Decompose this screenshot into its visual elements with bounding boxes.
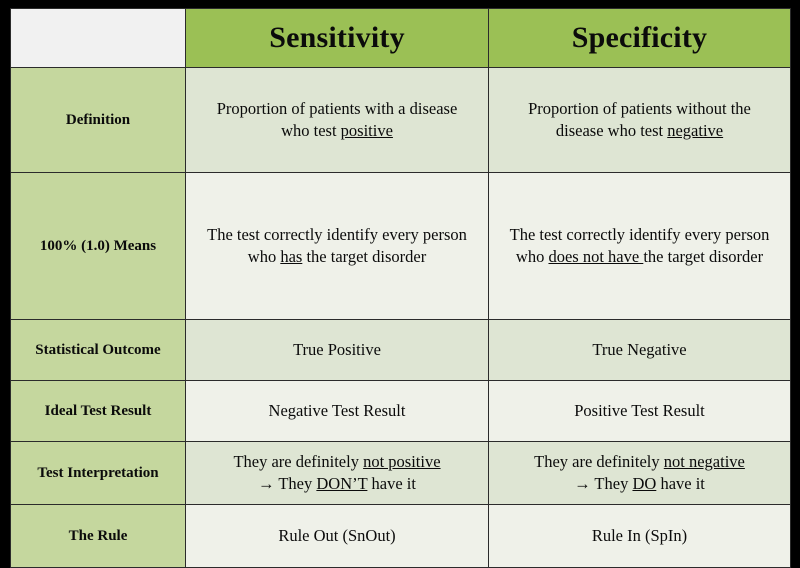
cell-text-plain: They are definitely [233,451,364,471]
cell-text-underlined: does not have [548,247,644,266]
cell-text-tail: the target disorder [302,247,427,266]
corner-cell [10,8,186,68]
column-header-specificity: Specificity [488,8,791,68]
cell-line-2: who has the target disorder [194,246,480,268]
cell-text-plain: They are definitely [534,451,664,471]
cell-line-2: who test positive [194,120,480,142]
cell-line-2: disease who test negative [497,120,782,142]
cell-means-specificity: The test correctly identify every person… [488,172,791,320]
row-label-ideal-test-result: Ideal Test Result [10,380,186,442]
cell-line-1: Proportion of patients without the [528,98,751,118]
table-row: Test Interpretation They are definitely … [10,441,791,505]
comparison-table-container: Sensitivity Specificity Definition Propo… [10,8,791,568]
row-label-definition: Definition [10,67,186,173]
table-row: 100% (1.0) Means The test correctly iden… [10,172,791,320]
cell-line-1: They are definitely not positive [194,451,480,473]
cell-text-underlined: positive [340,121,393,140]
table-row: Statistical Outcome True Positive True N… [10,319,791,381]
cell-text-underlined: not positive [363,451,441,471]
cell-line-2: who does not have the target disorder [497,246,782,268]
cell-text-underlined: negative [667,121,724,140]
table-header-row: Sensitivity Specificity [10,8,791,68]
cell-text-underlined: DON’T [316,474,368,493]
cell-line-1: Proportion of patients with a disease [216,98,458,118]
cell-line-1: The test correctly identify every person [509,224,770,244]
cell-interpretation-specificity: They are definitely not negative → They … [488,441,791,505]
table-row: Ideal Test Result Negative Test Result P… [10,380,791,442]
cell-rule-specificity: Rule In (SpIn) [488,504,791,568]
cell-ideal-sensitivity: Negative Test Result [185,380,489,442]
cell-line-1: The test correctly identify every person [207,224,467,244]
cell-rule-sensitivity: Rule Out (SnOut) [185,504,489,568]
cell-text-plain: who test [281,121,341,140]
cell-text-tail: have it [656,474,705,493]
row-label-statistical-outcome: Statistical Outcome [10,319,186,381]
right-arrow-icon: → They [258,474,317,493]
cell-text-underlined: DO [632,474,657,493]
column-header-sensitivity: Sensitivity [185,8,489,68]
cell-outcome-sensitivity: True Positive [185,319,489,381]
cell-text-plain: disease who test [555,121,668,140]
cell-outcome-specificity: True Negative [488,319,791,381]
cell-line-1: They are definitely not negative [497,451,782,473]
cell-definition-sensitivity: Proportion of patients with a disease wh… [185,67,489,173]
row-label-test-interpretation: Test Interpretation [10,441,186,505]
cell-text-tail: the target disorder [643,247,764,266]
cell-text-plain: who [247,247,281,266]
cell-line-2: → They DON’T have it [194,473,480,495]
sensitivity-specificity-table: Sensitivity Specificity Definition Propo… [10,8,791,568]
table-row: Definition Proportion of patients with a… [10,67,791,173]
cell-ideal-specificity: Positive Test Result [488,380,791,442]
cell-interpretation-sensitivity: They are definitely not positive → They … [185,441,489,505]
right-arrow-icon: → They [574,474,633,493]
cell-text-tail: have it [367,474,416,493]
cell-text-underlined: not negative [663,451,745,471]
cell-definition-specificity: Proportion of patients without the disea… [488,67,791,173]
table-row: The Rule Rule Out (SnOut) Rule In (SpIn) [10,504,791,568]
cell-text-plain: who [515,247,549,266]
cell-text-underlined: has [280,247,303,266]
row-label-100-percent-means: 100% (1.0) Means [10,172,186,320]
cell-line-2: → They DO have it [497,473,782,495]
row-label-the-rule: The Rule [10,504,186,568]
cell-means-sensitivity: The test correctly identify every person… [185,172,489,320]
